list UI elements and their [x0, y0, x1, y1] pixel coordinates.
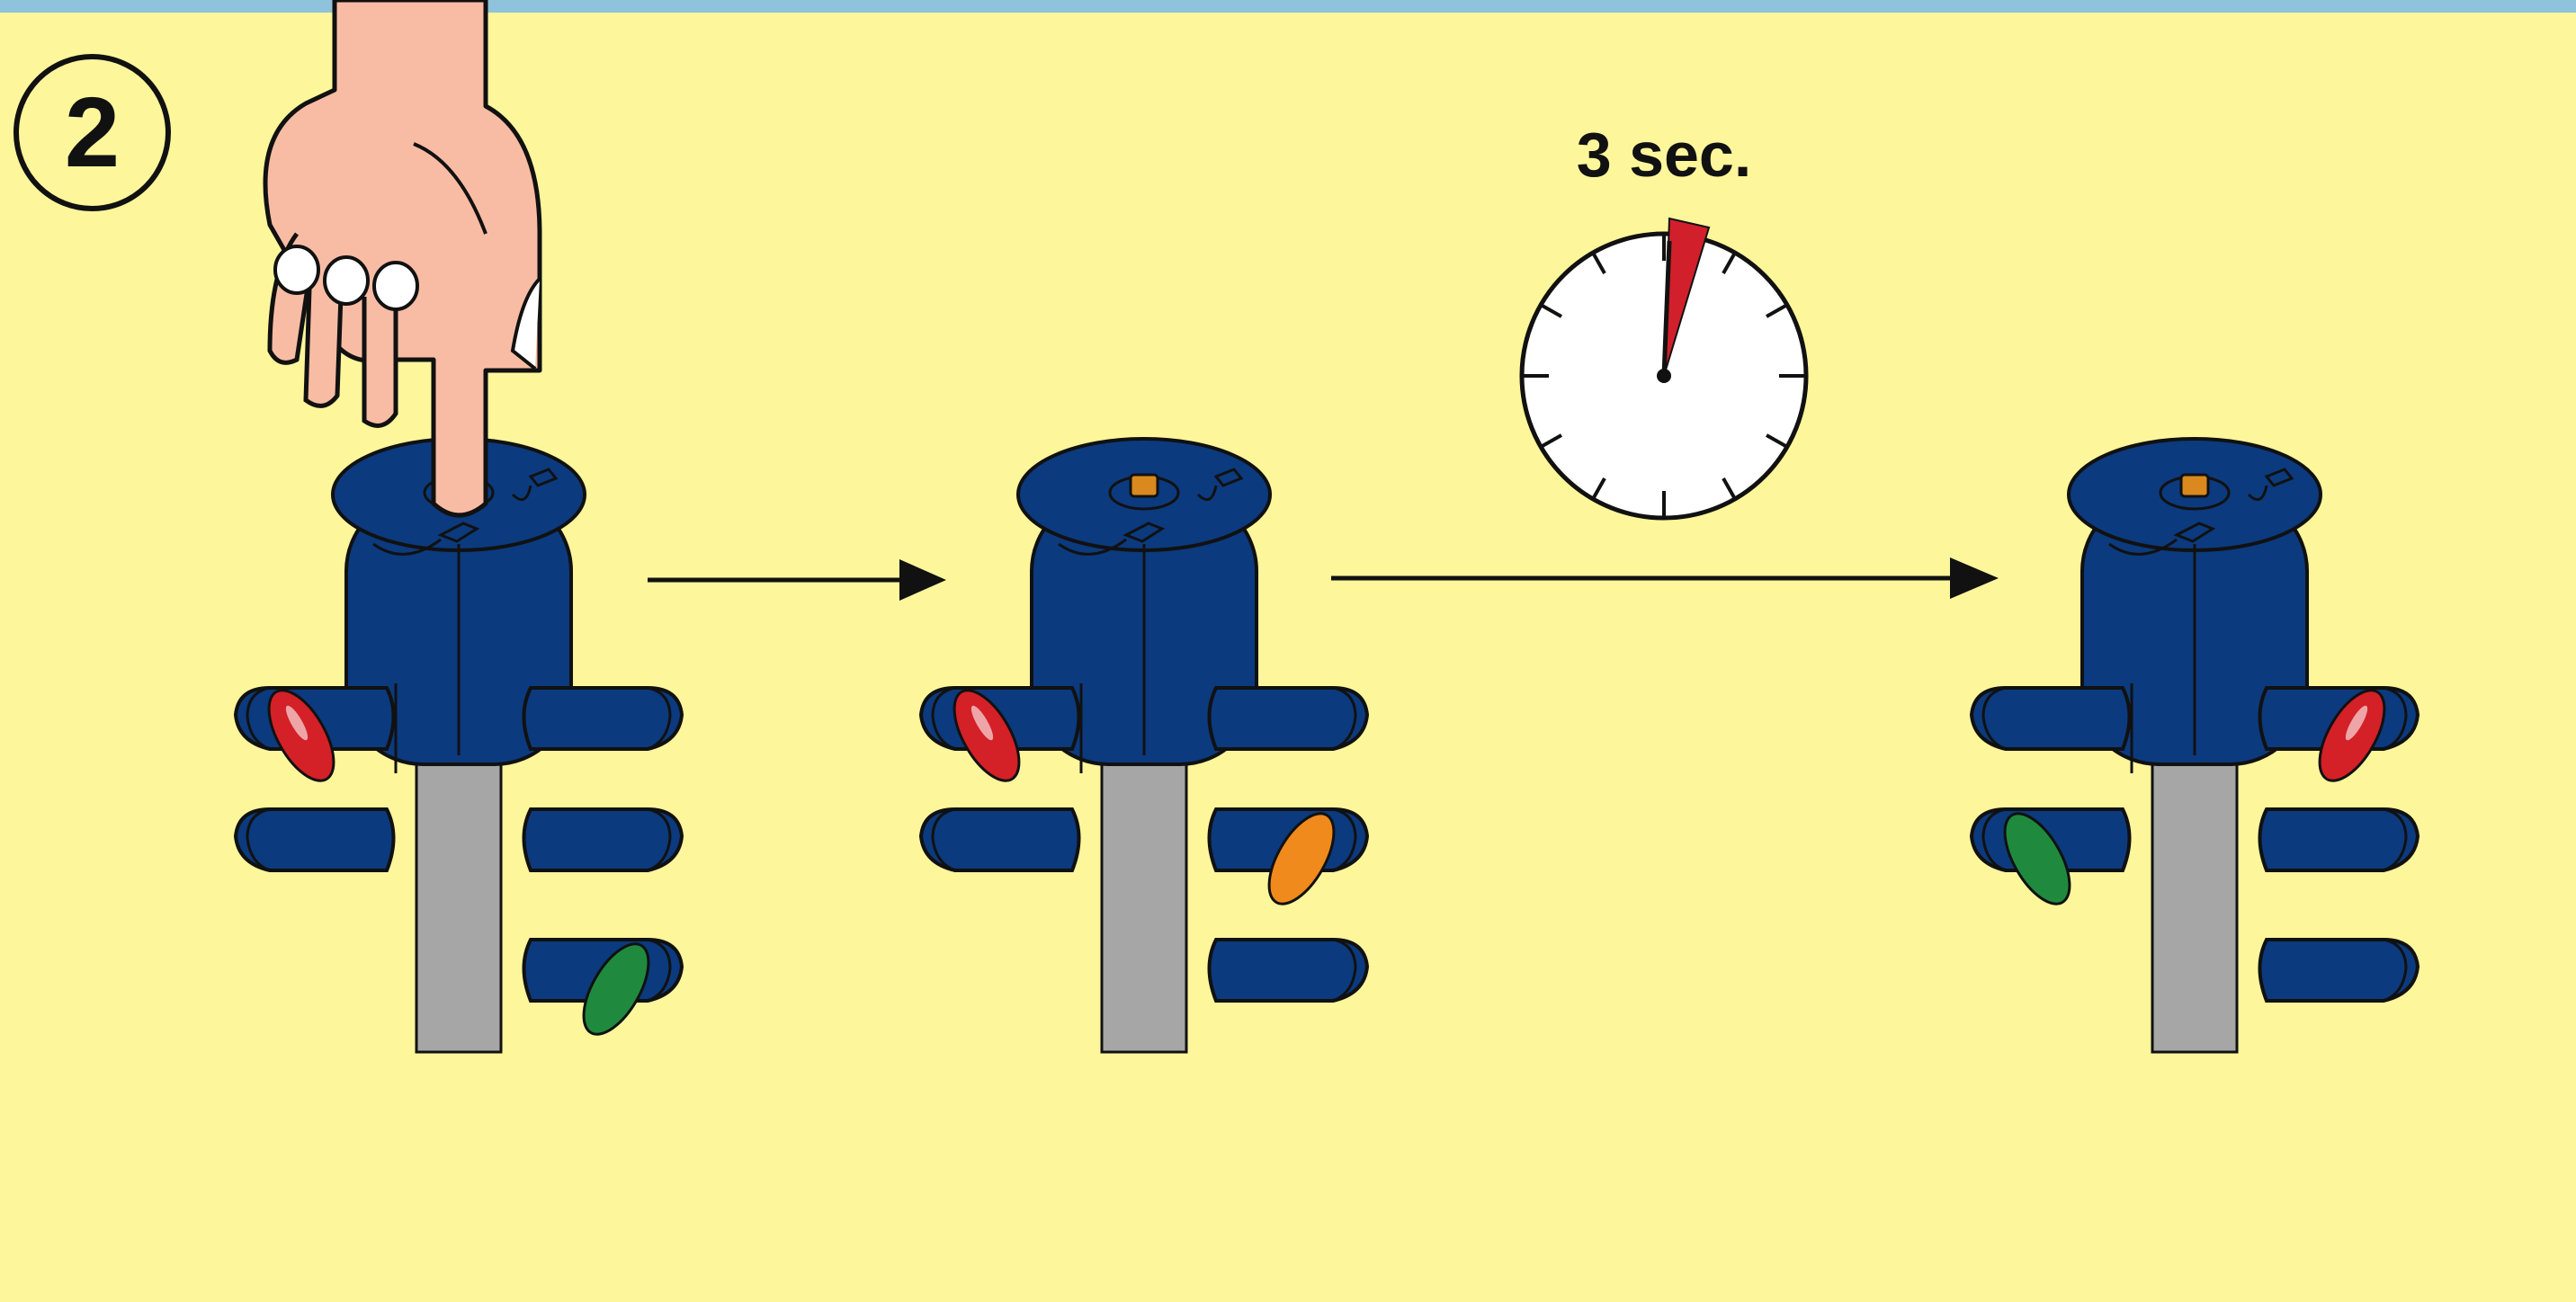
orange-lens-lit [1267, 812, 1336, 905]
push-button[interactable] [2179, 473, 2210, 498]
green-lens-lit [582, 942, 650, 1036]
lens-highlight [285, 705, 309, 741]
arrow-right-icon [1331, 557, 1999, 599]
knuckle-1 [273, 245, 320, 295]
arrow-right-icon [648, 559, 946, 601]
signal-hood-upper-left [1970, 686, 2132, 751]
signal-hood-upper-right [1207, 686, 1369, 751]
traffic-signal-1 [234, 437, 684, 1054]
signal-hood-lower-right [1207, 938, 1369, 1003]
hand-pointing-icon [263, 0, 542, 518]
signal-hood-lower-right [2258, 938, 2419, 1003]
step-number-badge: 2 [13, 54, 171, 211]
timer-label: 3 sec. [1576, 120, 1752, 190]
knuckle-2 [323, 255, 370, 306]
green-lens-lit [2003, 812, 2071, 905]
signal-hood-upper-right [522, 686, 684, 751]
lens-highlight [970, 705, 994, 741]
stopwatch-icon [1519, 217, 1809, 521]
traffic-signal-2 [919, 437, 1369, 1054]
push-button[interactable] [1129, 473, 1159, 498]
signal-hood-middle-left [234, 807, 396, 872]
traffic-signal-3 [1970, 437, 2419, 1054]
lens-highlight [2345, 705, 2368, 741]
signal-hood-middle-right [522, 807, 684, 872]
top-border [0, 0, 2576, 13]
signal-hood-middle-right [2258, 807, 2419, 872]
signal-hood-middle-left [919, 807, 1081, 872]
knuckle-3 [372, 261, 419, 311]
